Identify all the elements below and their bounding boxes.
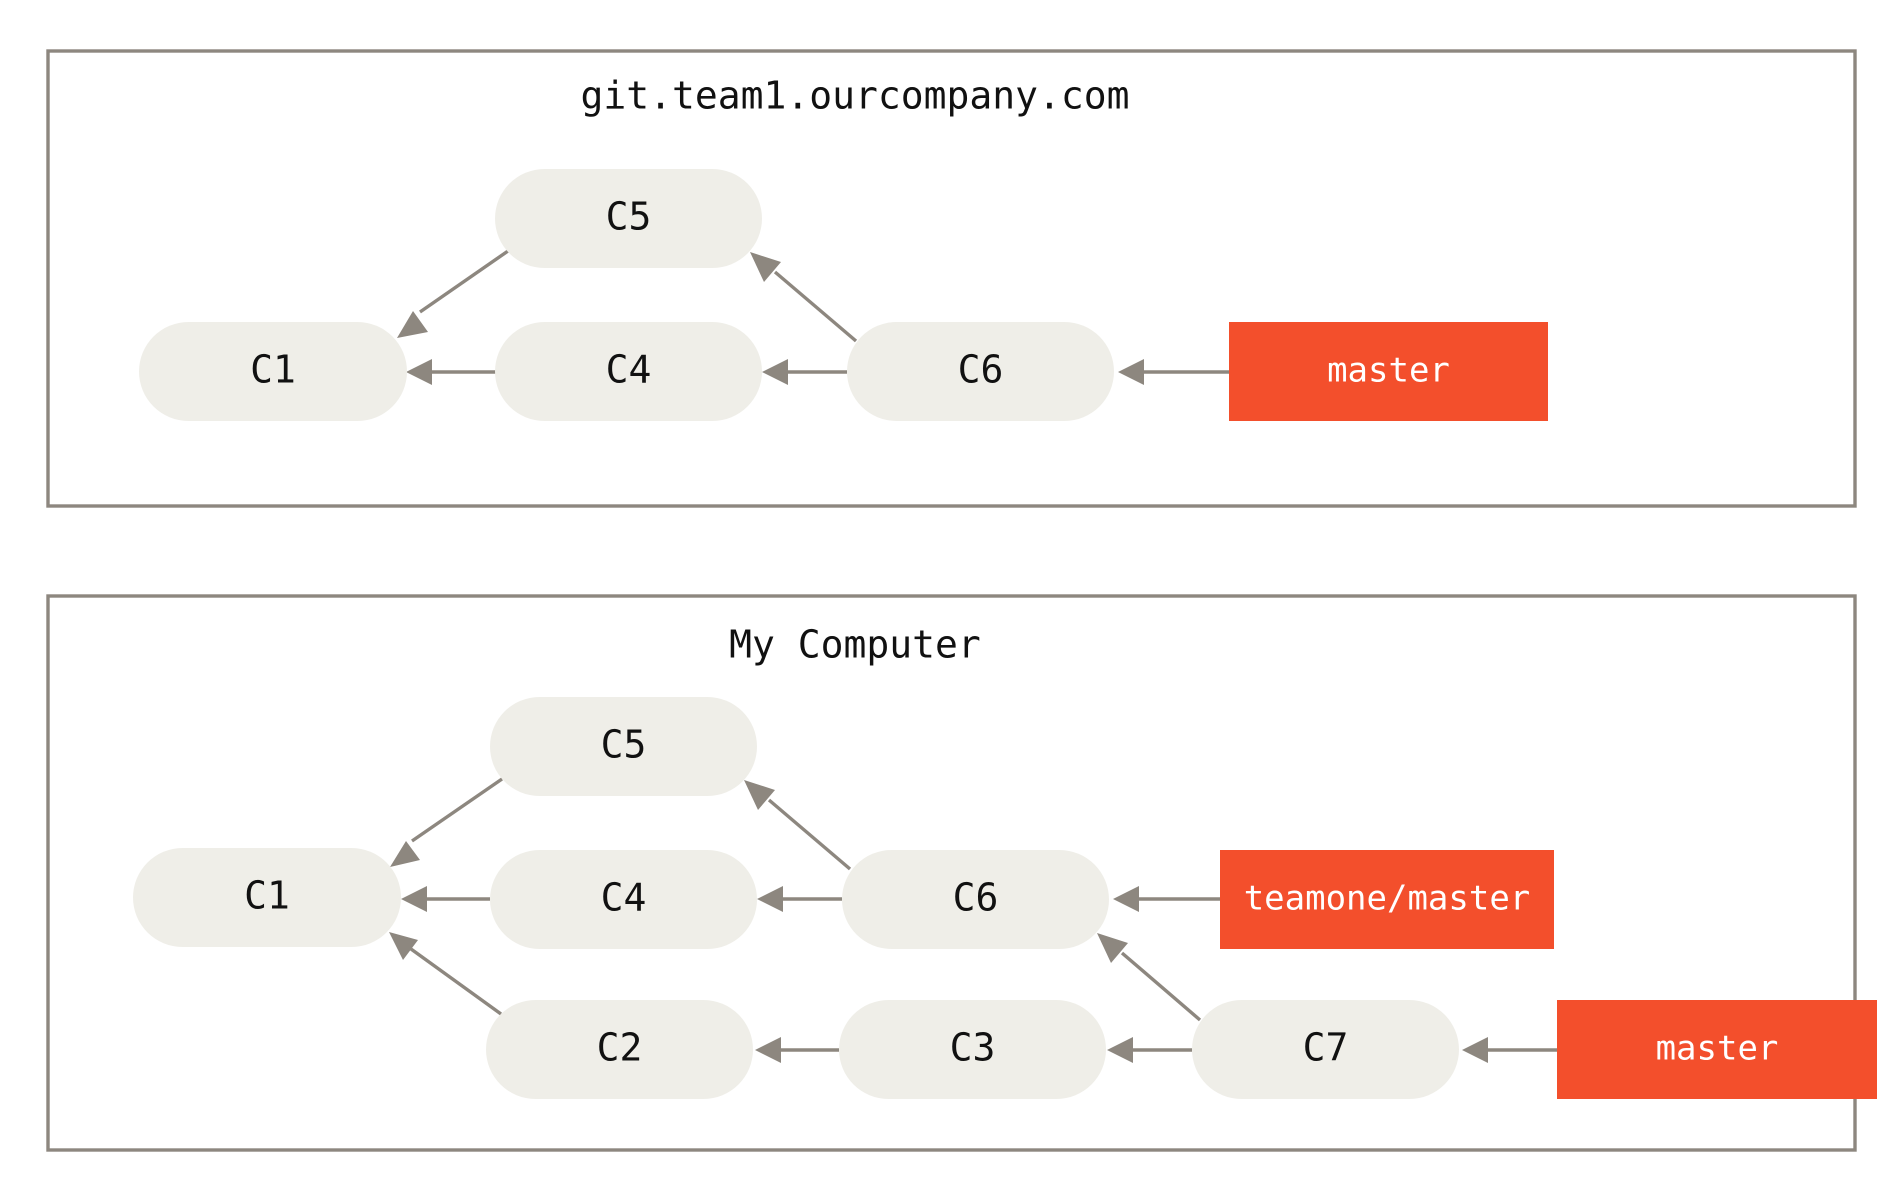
commit-node-C2: C2: [486, 1000, 753, 1099]
commit-label: C1: [244, 874, 290, 918]
arrow-head: [757, 886, 783, 912]
local-panel: My Computer: [46, 594, 1877, 1152]
edge-local-C7-C3: [1107, 1037, 1192, 1063]
edge-local-C6-C5: [744, 780, 852, 871]
commit-shape: [1192, 1000, 1459, 1099]
edge-remote-C5-C1: [397, 249, 509, 338]
commit-shape: [495, 322, 762, 421]
commit-node-C5: C5: [490, 697, 757, 796]
commit-label: C6: [953, 876, 999, 920]
commit-shape: [842, 850, 1109, 949]
commit-label: C3: [950, 1026, 996, 1070]
edge-line: [410, 947, 502, 1016]
commit-node-C7: C7: [1192, 1000, 1459, 1099]
commit-label: C1: [250, 348, 296, 392]
commit-label: C4: [606, 348, 652, 392]
arrow-head: [1113, 886, 1139, 912]
arrow-head: [390, 841, 420, 867]
commit-shape: [486, 1000, 753, 1099]
edge-line: [1120, 951, 1202, 1022]
arrow-head: [1118, 359, 1144, 385]
remote-panel-box: [46, 49, 1857, 508]
ref-shape: [1229, 322, 1548, 421]
commit-node-C6: C6: [847, 322, 1114, 421]
arrow-head: [406, 359, 432, 385]
edge-remote-C4-C1: [406, 359, 496, 385]
arrow-head: [744, 780, 775, 810]
edge-line: [411, 777, 503, 843]
commit-label: C5: [601, 723, 647, 767]
commit-shape: [847, 322, 1114, 421]
arrow-head: [1462, 1037, 1488, 1063]
arrow-head: [755, 1037, 781, 1063]
commit-node-C1: C1: [133, 848, 401, 947]
ref-text: master: [1327, 351, 1450, 391]
edge-remote-C6-C4: [762, 359, 847, 385]
edge-local-C5-C1: [390, 777, 503, 867]
commit-node-C4: C4: [495, 322, 762, 421]
local-panel-box: [46, 594, 1857, 1152]
commit-shape: [495, 169, 762, 268]
commit-node-C1: C1: [139, 322, 407, 421]
arrow-head: [389, 932, 418, 960]
commit-shape: [490, 697, 757, 796]
edge-remote-C6-C5: [750, 252, 858, 343]
commit-label: C2: [597, 1026, 643, 1070]
local-panel-title: My Computer: [729, 623, 981, 667]
arrow-head: [397, 311, 428, 338]
remote-arrows: [397, 249, 1229, 385]
commit-node-C3: C3: [839, 1000, 1106, 1099]
commit-shape: [139, 322, 407, 421]
remote-panel-title: git.team1.ourcompany.com: [580, 74, 1129, 118]
arrow-head: [401, 886, 427, 912]
commit-shape: [839, 1000, 1106, 1099]
commit-node-C4: C4: [490, 850, 757, 949]
edge-local-C6-C4: [757, 886, 842, 912]
ref-label-master: master: [1229, 322, 1548, 421]
edge-local-C4-C1: [401, 886, 490, 912]
edge-line: [419, 249, 509, 314]
ref-shape: [1557, 1000, 1877, 1099]
edge-local-C7-C6: [1097, 933, 1202, 1022]
edge-line: [767, 798, 852, 871]
arrow-head: [762, 359, 788, 385]
commit-node-C6: C6: [842, 850, 1109, 949]
commit-shape: [133, 848, 401, 947]
ref-text: teamone/master: [1244, 879, 1531, 919]
arrow-head: [750, 252, 781, 282]
edge-remote-master-C6: [1118, 359, 1229, 385]
local-arrows: [389, 777, 1557, 1063]
edge-line: [773, 270, 858, 343]
ref-label-master: master: [1557, 1000, 1877, 1099]
edge-local-teamone-master-C6: [1113, 886, 1220, 912]
remote-panel: git.team1.ourcompany.com: [46, 49, 1857, 508]
ref-shape: [1220, 850, 1554, 949]
edge-local-C3-C2: [755, 1037, 839, 1063]
commit-shape: [490, 850, 757, 949]
arrow-head: [1107, 1037, 1133, 1063]
commit-label: C5: [606, 195, 652, 239]
commit-label: C4: [601, 876, 647, 920]
commit-label: C6: [958, 348, 1004, 392]
commit-label: C7: [1303, 1026, 1349, 1070]
ref-label-teamone-master: teamone/master: [1220, 850, 1554, 949]
commit-node-C5: C5: [495, 169, 762, 268]
edge-local-C2-C1: [389, 932, 502, 1016]
arrow-head: [1097, 933, 1128, 963]
ref-text: master: [1656, 1029, 1779, 1069]
edge-local-master-C7: [1462, 1037, 1557, 1063]
